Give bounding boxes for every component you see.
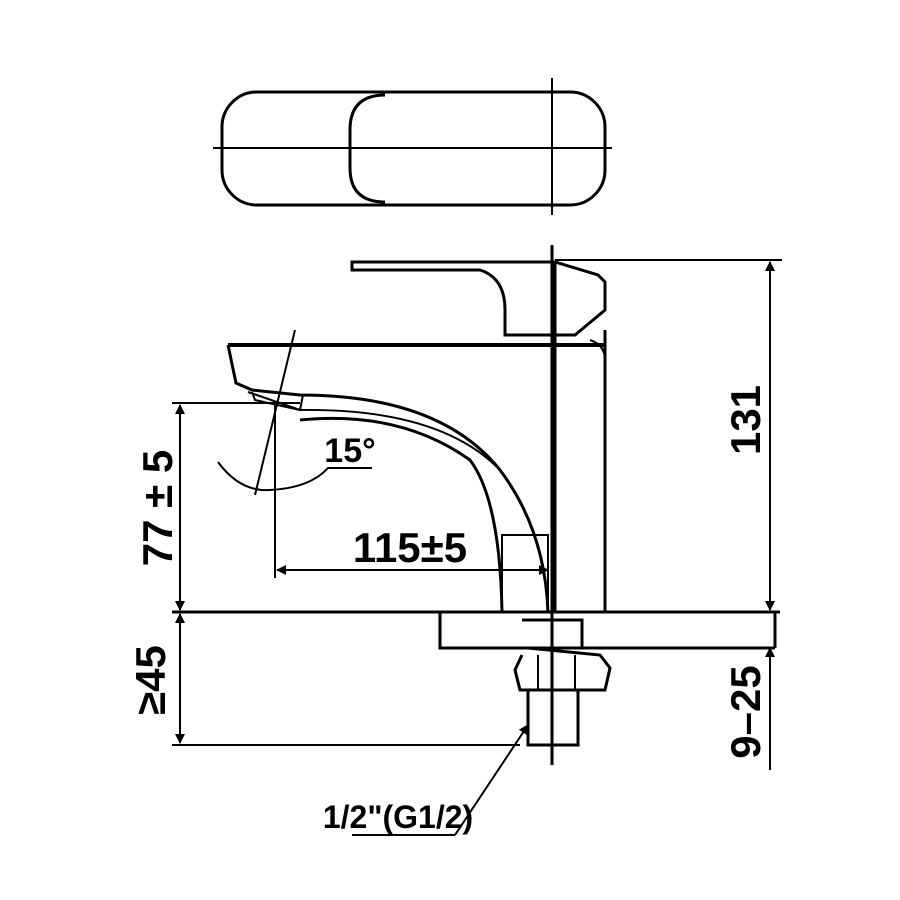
thread-size-label: 1/2"(G1/2) bbox=[323, 799, 473, 835]
side-view bbox=[172, 245, 780, 765]
top-view bbox=[213, 78, 612, 215]
spout-angle-label: 15° bbox=[324, 432, 375, 470]
dimension-lines bbox=[172, 259, 782, 836]
spout-height-label: 77 ± 5 bbox=[134, 450, 181, 566]
min-depth-label: ≥45 bbox=[127, 645, 174, 715]
deck-thickness-label: 9–25 bbox=[722, 665, 769, 758]
spout-reach-label: 115±5 bbox=[353, 524, 467, 571]
height-131-label: 131 bbox=[722, 385, 769, 455]
